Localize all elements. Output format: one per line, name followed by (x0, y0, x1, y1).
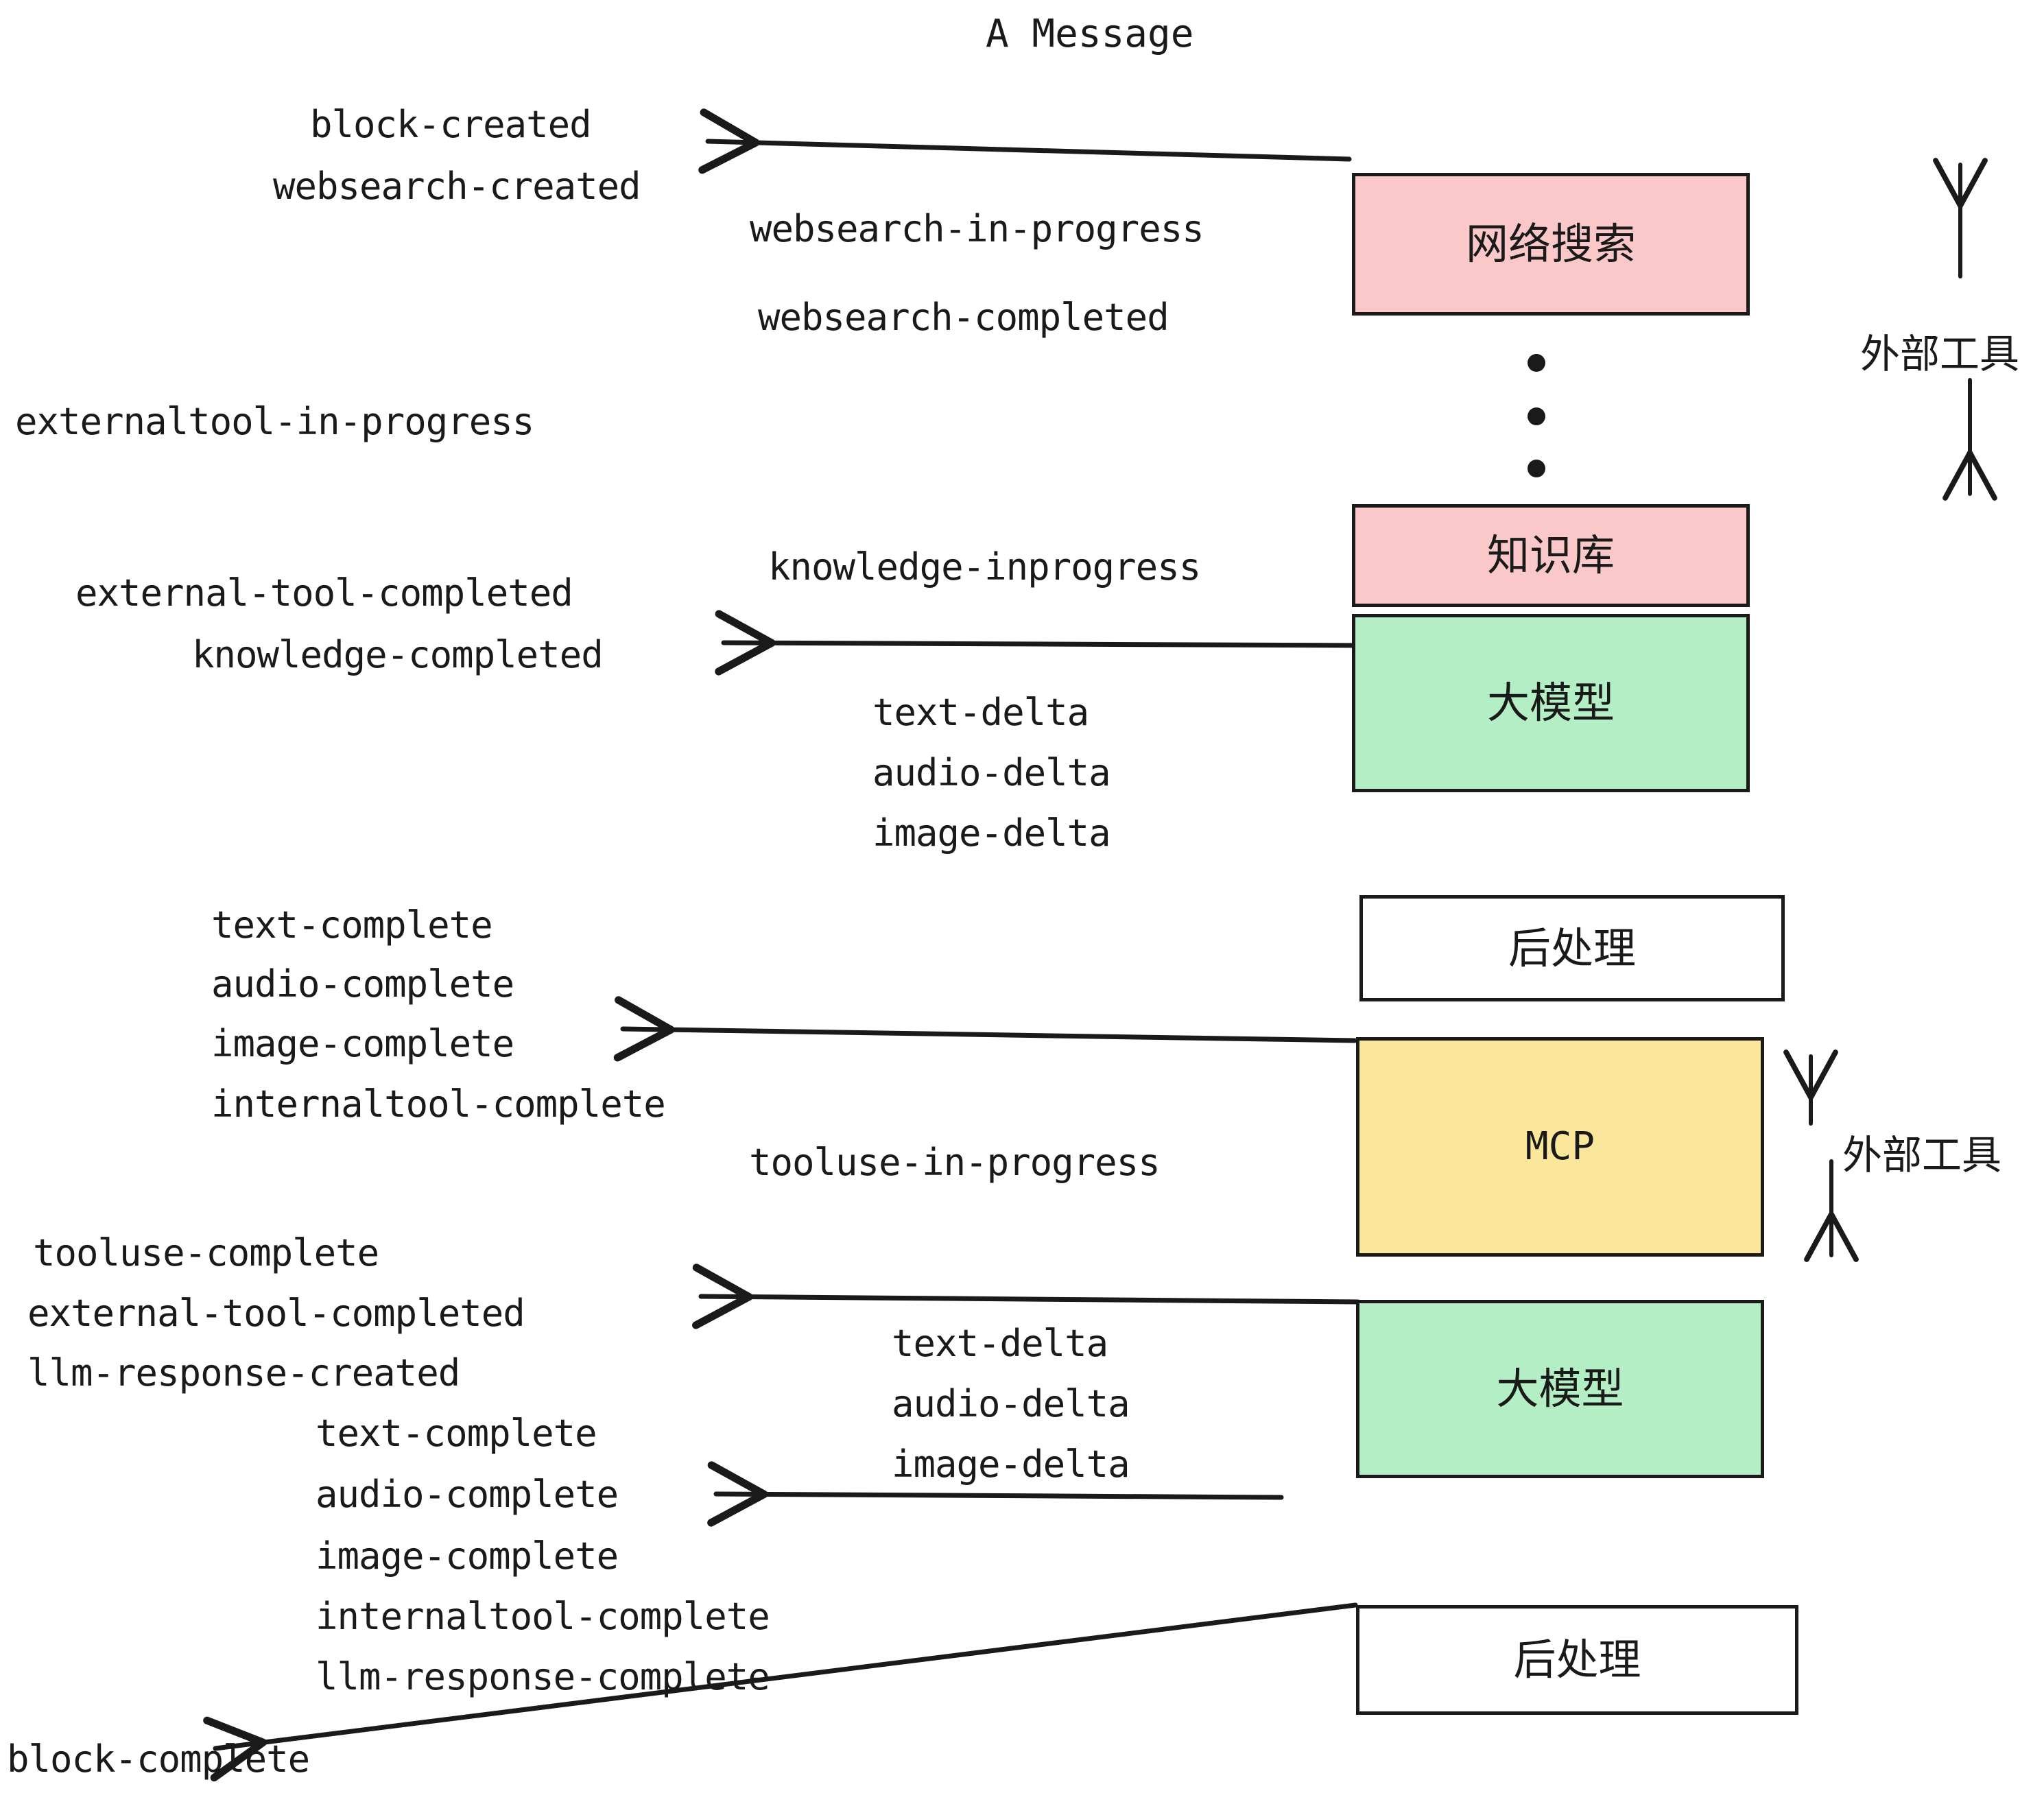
node-box-llm-top[interactable]: 大模型 (1352, 614, 1750, 792)
ellipsis-dot-3 (1528, 460, 1545, 477)
event-label-external-tool-completed-1: external-tool-completed (75, 571, 573, 615)
event-label-llm-response-created: llm-response-created (27, 1351, 460, 1394)
event-label-text-delta-1: text-delta (872, 691, 1089, 734)
event-label-external-tool-completed-2: external-tool-completed (27, 1292, 525, 1335)
node-box-mcp[interactable]: MCP (1356, 1037, 1764, 1257)
arrow-image-complete (613, 996, 1357, 1062)
event-label-block-complete: block-complete (7, 1737, 310, 1781)
node-label-llm-top: 大模型 (1486, 678, 1615, 728)
event-label-tooluse-in-progress: tooluse-in-progress (749, 1141, 1161, 1184)
node-box-llm-bottom[interactable]: 大模型 (1356, 1300, 1764, 1478)
event-label-knowledge-completed: knowledge-completed (192, 633, 604, 676)
node-label-post-top: 后处理 (1508, 923, 1636, 973)
event-label-image-complete-1: image-complete (211, 1022, 514, 1065)
node-box-post-bottom[interactable]: 后处理 (1356, 1605, 1798, 1715)
event-label-audio-complete-1: audio-complete (211, 962, 514, 1006)
node-label-post-bottom: 后处理 (1513, 1635, 1641, 1685)
group-label-external-tools-bottom: 外部工具 (1842, 1132, 2002, 1178)
node-box-post-top[interactable]: 后处理 (1359, 895, 1785, 1001)
group-arrow-layer (1783, 158, 1997, 1262)
arrow-block-created (698, 108, 1352, 174)
node-label-knowledge: 知识库 (1486, 530, 1615, 580)
event-label-image-complete-2: image-complete (316, 1534, 619, 1578)
event-label-image-delta-1: image-delta (872, 811, 1111, 855)
event-label-audio-delta-1: audio-delta (872, 751, 1111, 794)
node-label-llm-bottom: 大模型 (1496, 1364, 1624, 1414)
event-label-image-delta-2: image-delta (892, 1443, 1130, 1486)
ellipsis-dot-2 (1528, 407, 1545, 425)
node-label-mcp: MCP (1525, 1124, 1595, 1169)
arrow-block-complete (203, 1602, 1358, 1782)
arrow-knowledge-completed (715, 610, 1364, 676)
event-label-websearch-in-progress: websearch-in-progress (750, 207, 1204, 250)
event-label-externaltool-in-progress: externaltool-in-progress (15, 400, 534, 443)
ellipsis-dots (1528, 354, 1545, 477)
event-label-websearch-completed: websearch-completed (758, 296, 1169, 339)
event-label-llm-response-complete: llm-response-complete (316, 1655, 770, 1698)
node-label-websearch: 网络搜索 (1465, 219, 1636, 269)
event-label-internaltool-complete-2: internaltool-complete (316, 1595, 770, 1638)
arrow-audio-complete (707, 1461, 1284, 1527)
page-title: A Message (986, 12, 1194, 56)
ellipsis-dot-1 (1528, 354, 1545, 372)
group-label-external-tools-top: 外部工具 (1860, 331, 2020, 377)
arrow-tooluse-complete (692, 1263, 1361, 1329)
event-label-text-delta-2: text-delta (892, 1322, 1108, 1365)
event-label-text-complete-2: text-complete (316, 1412, 597, 1455)
event-label-websearch-created: websearch-created (273, 165, 641, 208)
node-box-knowledge[interactable]: 知识库 (1352, 504, 1750, 607)
event-label-tooluse-complete: tooluse-complete (33, 1231, 379, 1274)
event-label-block-created: block-created (310, 103, 592, 146)
event-label-text-complete-1: text-complete (211, 903, 493, 947)
event-label-internaltool-complete-1: internaltool-complete (211, 1082, 666, 1126)
event-label-audio-complete-2: audio-complete (316, 1473, 619, 1516)
event-label-audio-delta-2: audio-delta (892, 1382, 1130, 1425)
event-label-knowledge-inprogress: knowledge-inprogress (768, 545, 1201, 589)
node-box-websearch[interactable]: 网络搜索 (1352, 173, 1750, 316)
flow-arrow-layer (203, 108, 1364, 1782)
